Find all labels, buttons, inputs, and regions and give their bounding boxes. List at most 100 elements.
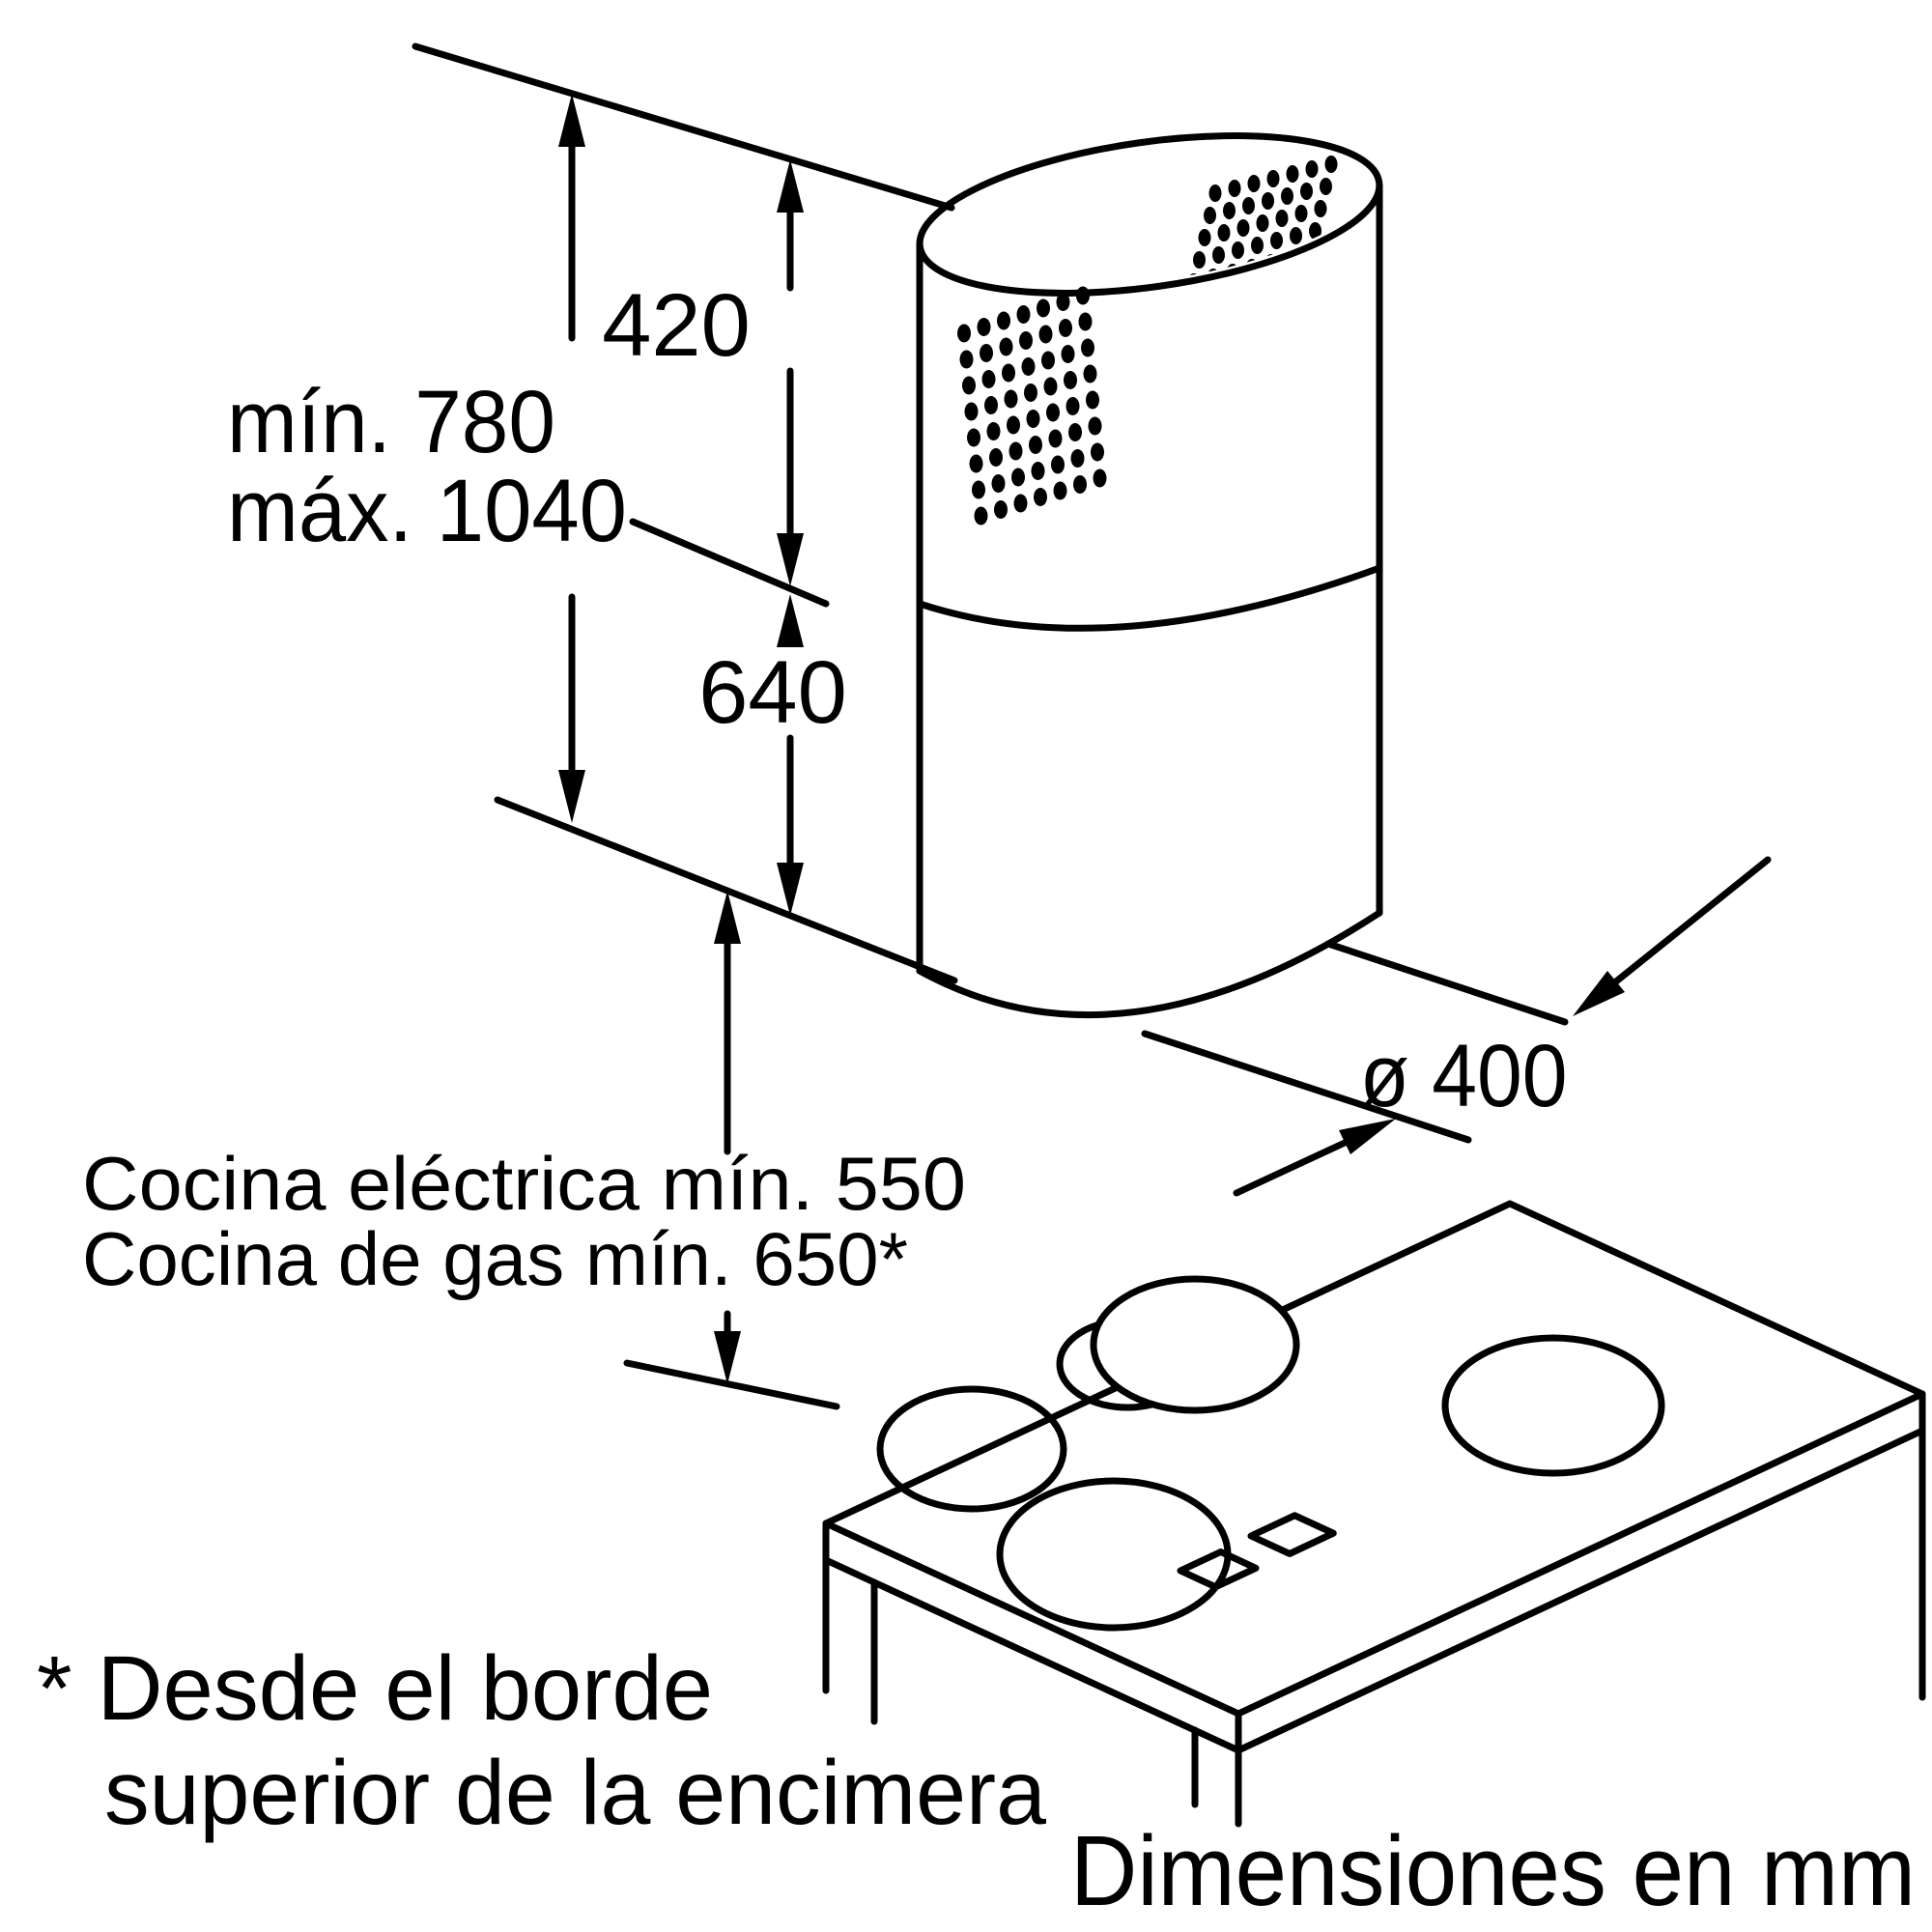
perforation-dot <box>972 480 985 499</box>
perforation-dot <box>1266 170 1280 187</box>
perforation-dot <box>1202 291 1214 308</box>
perforation-dot <box>1193 251 1206 269</box>
perforation-dot <box>1086 390 1099 410</box>
perforation-dot <box>1240 281 1253 298</box>
perforation-dot <box>1217 224 1231 242</box>
arrowhead-down-icon <box>777 863 804 916</box>
control-pad <box>1177 1548 1260 1591</box>
perforation-dot <box>980 344 993 362</box>
perforation-dot <box>1281 187 1293 205</box>
perforation-dot <box>1064 371 1077 389</box>
perforation-dot <box>1088 416 1102 436</box>
perforation-dot <box>1305 160 1319 178</box>
perforation-dot <box>1061 345 1075 363</box>
perforation-dot <box>1294 205 1308 222</box>
countertop-reference-tick <box>623 1359 840 1410</box>
perforation-dot <box>1059 319 1072 337</box>
burner-left <box>876 1385 1067 1513</box>
label-chimney-height: 420 <box>602 276 751 375</box>
perforation-dot <box>1212 246 1225 264</box>
perforation-dot <box>1019 331 1033 350</box>
perforation-dot <box>1038 325 1053 344</box>
arrowhead-down-icon <box>777 533 804 586</box>
perforation-dot <box>1320 178 1332 195</box>
perforation-dot <box>1051 455 1065 474</box>
label-body-height: 640 <box>698 643 847 742</box>
perforation-grid-front <box>957 286 1107 526</box>
perforation-dot <box>977 318 991 336</box>
perforation-dot <box>1011 468 1025 487</box>
perforation-dot <box>1182 296 1195 312</box>
perforation-dot <box>1256 214 1269 232</box>
label-height-max: máx. 1040 <box>227 462 627 560</box>
perforation-dot <box>984 396 998 414</box>
perforation-dot <box>1242 197 1255 214</box>
perforation-dot <box>1279 271 1292 289</box>
label-diameter: ø 400 <box>1360 1027 1568 1125</box>
footnote-line2: superior de la encimera <box>104 1742 1046 1844</box>
perforation-dot <box>1076 286 1090 305</box>
perforation-dot <box>1016 305 1031 324</box>
perforation-dot <box>1247 175 1261 192</box>
perforation-dot <box>959 350 974 369</box>
perforation-dot <box>1300 183 1313 200</box>
perforation-dot <box>1021 357 1036 376</box>
cooktop-slab-left-edge <box>822 1520 1242 1754</box>
perforation-dot <box>1198 229 1211 246</box>
perforation-dot <box>1223 202 1236 219</box>
perforation-dot <box>1029 436 1042 454</box>
perforation-dot <box>1037 298 1050 318</box>
perforation-dot <box>1260 276 1272 294</box>
perforation-dot <box>1078 312 1093 331</box>
perforation-dot <box>1013 494 1028 513</box>
diameter-tangent-near <box>1141 1030 1472 1144</box>
perforation-dot <box>994 500 1008 519</box>
perforation-dot <box>1053 481 1067 500</box>
perforation-dot <box>1221 286 1234 303</box>
telescopic-seam <box>916 564 1383 632</box>
perforation-dot <box>1091 442 1104 462</box>
perforation-dot <box>1026 410 1040 428</box>
perforation-dot <box>1275 210 1289 227</box>
perforation-grid-inner <box>1182 156 1338 312</box>
perforation-dot <box>999 337 1013 356</box>
perforation-dot <box>1324 156 1338 173</box>
arrow-shaft <box>1612 856 1772 985</box>
perforation-dot <box>1228 180 1241 197</box>
perforation-dot <box>1093 469 1107 488</box>
perforation-dot <box>967 428 980 447</box>
total-height-dimension: mín. 780 máx. 1040 <box>227 94 627 823</box>
label-height-min: mín. 780 <box>227 373 555 471</box>
label-clearance-gas: Cocina de gas mín. 650* <box>82 1216 908 1301</box>
burner-rear-large <box>1090 1275 1300 1414</box>
perforation-dot <box>1073 475 1087 494</box>
perforation-dot <box>1007 415 1020 435</box>
perforation-dot <box>1286 165 1299 183</box>
perforation-dot <box>1068 423 1082 441</box>
perforation-dot <box>962 376 976 395</box>
perforation-dot <box>1262 192 1274 210</box>
perforation-dot <box>1314 200 1327 217</box>
perforation-dot <box>1043 377 1058 396</box>
diameter-dimension: ø 400 <box>1141 856 1772 1197</box>
footnote-line1: * Desde el borde <box>37 1637 713 1740</box>
perforation-dot <box>974 506 988 526</box>
perforation-dot <box>1081 338 1094 357</box>
perforation-dot <box>986 422 1001 440</box>
perforation-dot <box>1251 237 1264 254</box>
arrowhead-up-icon <box>558 94 585 147</box>
perforation-dot <box>989 448 1003 467</box>
perforation-dot <box>1004 389 1018 409</box>
perforation-dot <box>1034 488 1047 506</box>
arrowhead-up-icon <box>777 159 804 213</box>
perforation-dot <box>1002 363 1015 383</box>
perforation-dot <box>1236 219 1250 237</box>
perforation-dot <box>957 324 971 343</box>
mid-reference-tick <box>629 518 830 608</box>
perforation-dot <box>1070 449 1085 468</box>
perforation-dot <box>1009 441 1023 461</box>
perforation-dot <box>1083 364 1097 384</box>
perforation-dot <box>1041 351 1055 370</box>
hood-bottom-arc <box>916 909 1383 1018</box>
